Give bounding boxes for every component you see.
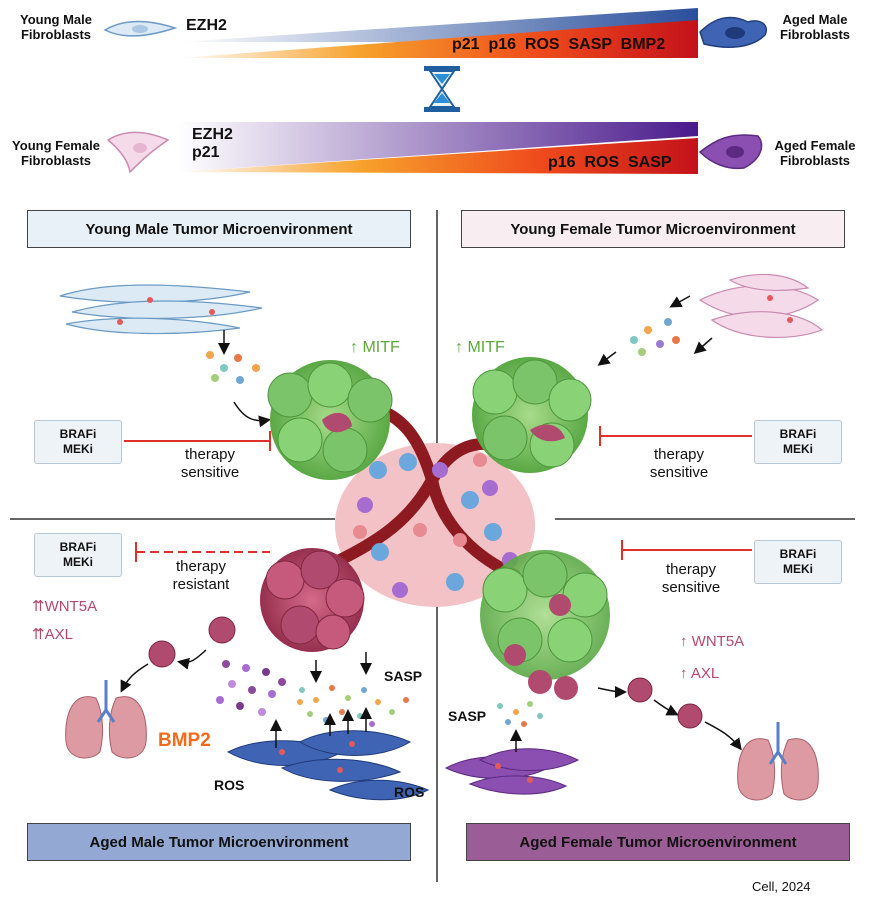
mixed-tumor-right (480, 550, 610, 700)
metastasis-arrow-left-2 (120, 663, 149, 693)
metastasis-arrow-right-1 (597, 685, 627, 698)
young-male-fibroblasts-label: Young Male Fibroblasts (20, 12, 92, 42)
therapy-resistant-aged-male: therapy resistant (172, 558, 230, 593)
ros-label-right: ROS (394, 784, 425, 800)
drug-box-aged-female: BRAFi MEKi (754, 540, 842, 584)
mitf-up-left: ↑ MITF (350, 339, 400, 356)
sasp-label-right: SASP (448, 708, 487, 724)
aged-female-fibroblast-icon (698, 134, 763, 170)
sasp-particles-left (216, 660, 409, 727)
aged-female-fibroblasts-label: Aged Female Fibroblasts (774, 138, 856, 168)
inhibit-line-aged-female (621, 540, 752, 560)
female-senescence-markers: p16 ROS SASP (548, 154, 672, 171)
young-male-tme-title: Young Male Tumor Microenvironment (27, 210, 411, 248)
therapy-sensitive-young-female: therapy sensitive (649, 446, 709, 481)
factor-arrow-right-1 (669, 295, 691, 308)
axl-double-up: ⇈AXL (32, 626, 73, 643)
sasp-label-left: SASP (384, 668, 423, 684)
female-gradient-bar (178, 122, 698, 174)
metastasis-arrow-right-3 (704, 721, 742, 751)
wnt5a-double-up: ⇈WNT5A (32, 598, 98, 615)
aged-female-tme-title: Aged Female Tumor Microenvironment (466, 823, 850, 861)
secreted-factors-left (206, 351, 260, 384)
male-ezh2-label: EZH2 (186, 17, 227, 34)
inhibit-line-young-male (124, 431, 271, 451)
young-female-tme-title: Young Female Tumor Microenvironment (461, 210, 845, 248)
inhibit-line-young-female (599, 426, 752, 446)
ros-label-left: ROS (214, 777, 245, 793)
central-tumor-mass (334, 404, 535, 607)
inhibit-line-aged-male-dashed (135, 542, 270, 562)
young-male-fibroblast-cluster (59, 284, 263, 335)
axl-single-up: ↑ AXL (680, 665, 720, 682)
metastasis-arrow-right-2 (653, 699, 679, 716)
factor-arrow-left (233, 401, 271, 428)
therapy-sensitive-young-male: therapy sensitive (180, 446, 240, 481)
therapy-sensitive-aged-female: therapy sensitive (661, 561, 721, 596)
green-tumor-right (472, 357, 592, 473)
aged-male-fibroblasts-label: Aged Male Fibroblasts (779, 12, 851, 42)
metastatic-cells-left (148, 616, 236, 668)
factor-arrow-right-2 (693, 337, 713, 354)
young-female-fibroblasts-label: Young Female Fibroblasts (12, 138, 100, 168)
quadrant-dividers (10, 210, 855, 882)
lung-icon-right (737, 722, 819, 801)
aged-male-fibroblast-cluster (226, 730, 430, 801)
factor-arrow-right-3 (597, 351, 617, 366)
female-ezh2-p21-label: EZH2 p21 (192, 126, 233, 161)
hourglass-icon (424, 66, 460, 112)
aged-female-fibroblast-cluster (444, 748, 580, 795)
green-tumor-left (267, 360, 393, 480)
mitf-up-right: ↑ MITF (455, 339, 505, 356)
male-gradient-bar (178, 8, 698, 58)
purple-tumor-left (260, 548, 365, 652)
young-male-fibroblast-icon (103, 20, 178, 37)
metastatic-cells-right (627, 677, 703, 729)
lung-icon-left (65, 680, 147, 759)
secreted-factors-right (630, 318, 680, 356)
aged-male-fibroblast-icon (699, 16, 767, 48)
drug-box-young-male: BRAFi MEKi (34, 420, 122, 464)
bmp2-label: BMP2 (158, 730, 211, 751)
young-female-fibroblast-cluster (698, 273, 824, 338)
sasp-particles-right (497, 701, 543, 727)
aged-male-tme-title: Aged Male Tumor Microenvironment (27, 823, 411, 861)
metastasis-arrow-left-1 (177, 649, 207, 670)
young-female-fibroblast-icon (106, 131, 170, 174)
citation: Cell, 2024 (752, 879, 811, 894)
male-senescence-markers: p21 p16 ROS SASP BMP2 (452, 36, 666, 53)
drug-box-aged-male: BRAFi MEKi (34, 533, 122, 577)
drug-box-young-female: BRAFi MEKi (754, 420, 842, 464)
wnt5a-single-up: ↑ WNT5A (680, 633, 745, 650)
